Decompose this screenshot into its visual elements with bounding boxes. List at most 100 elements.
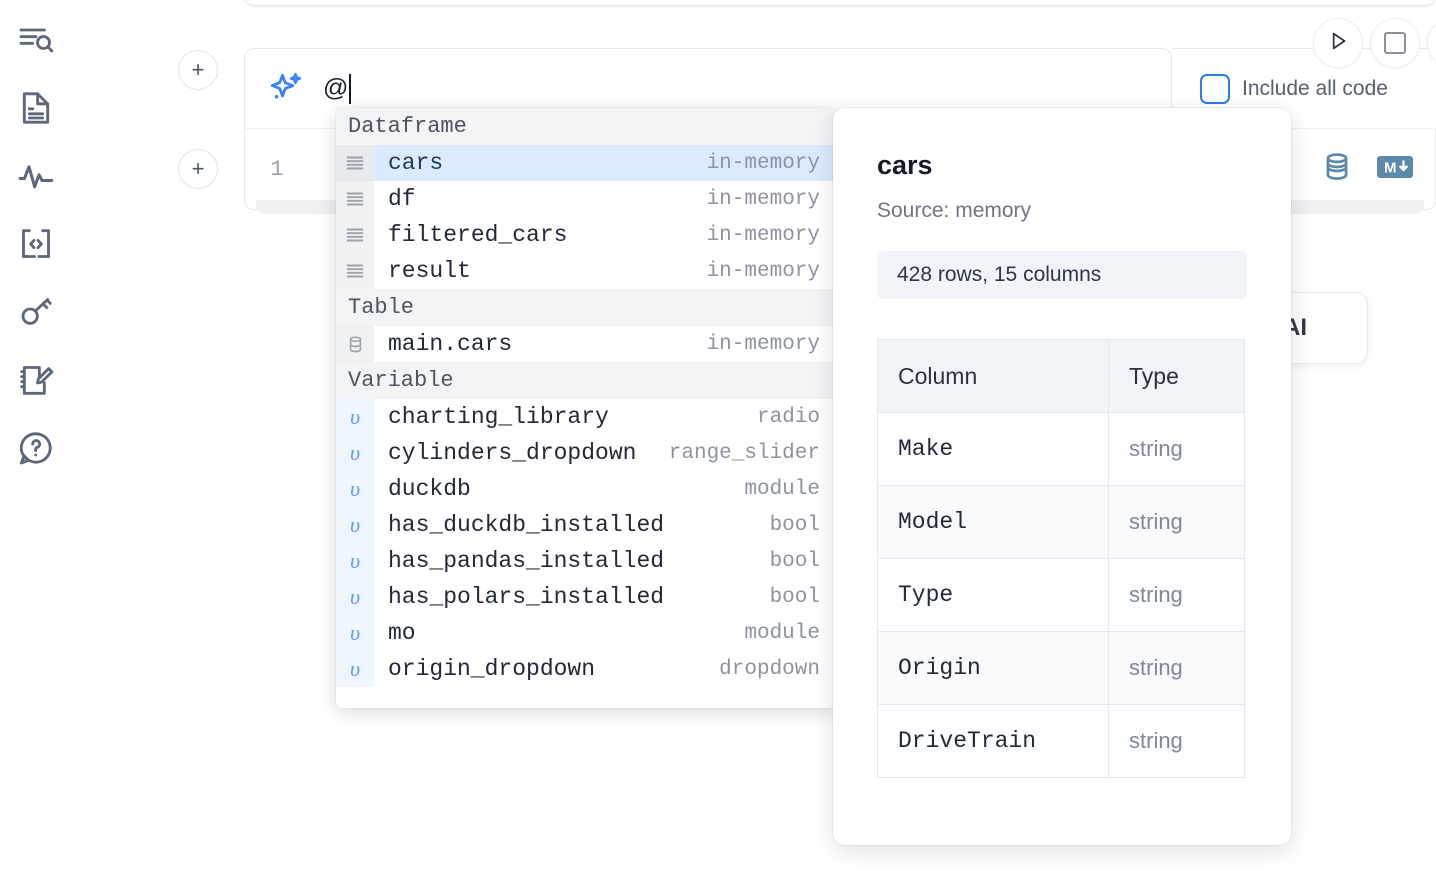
table-header-cell: Type — [1108, 339, 1245, 413]
autocomplete-item-name: main.cars — [388, 331, 513, 357]
column-name-cell: Model — [877, 485, 1109, 559]
run-cell-button[interactable] — [1313, 18, 1363, 68]
autocomplete-group-header: Variable — [336, 362, 836, 399]
ai-prompt-input[interactable]: @ — [307, 49, 1171, 128]
sidebar-item-notebook-files[interactable] — [12, 84, 60, 132]
autocomplete-item-name: filtered_cars — [388, 222, 568, 248]
autocomplete-item-name: cars — [388, 150, 444, 176]
left-icon-rail — [0, 0, 72, 874]
variable-icon: υ — [336, 579, 374, 615]
sidebar-item-help[interactable] — [12, 424, 60, 472]
svg-text:M: M — [1384, 160, 1397, 177]
autocomplete-item-type: radio — [756, 405, 820, 429]
autocomplete-item[interactable]: main.cars in-memory — [336, 326, 836, 362]
markdown-icon[interactable]: M — [1376, 153, 1414, 186]
variable-icon: υ — [336, 615, 374, 651]
column-name-cell: Type — [877, 558, 1109, 632]
autocomplete-item-type: bool — [769, 549, 820, 573]
code-brackets-icon — [16, 224, 56, 264]
include-all-code-label: Include all code — [1242, 76, 1388, 100]
database-icon[interactable] — [1320, 150, 1354, 189]
variable-icon: υ — [336, 399, 374, 435]
autocomplete-item[interactable]: υ cylinders_dropdown range_slider — [336, 435, 836, 471]
include-all-code-toggle[interactable]: Include all code — [1200, 73, 1388, 104]
dataframe-icon — [336, 145, 374, 181]
autocomplete-item-type: module — [744, 477, 820, 501]
include-all-code-checkbox[interactable] — [1200, 73, 1230, 104]
autocomplete-item-name: has_pandas_installed — [388, 548, 665, 574]
cell-action-icons: M — [1320, 150, 1414, 189]
text-caret — [349, 73, 352, 104]
document-icon — [16, 88, 56, 128]
detail-source: Source: memory — [877, 199, 1032, 222]
autocomplete-item-type: bool — [769, 585, 820, 609]
stop-square-icon — [1384, 32, 1406, 54]
autocomplete-item-name: cylinders_dropdown — [388, 440, 637, 466]
line-number: 1 — [270, 156, 284, 182]
variable-icon: υ — [336, 651, 374, 687]
ai-prompt-value: @ — [323, 74, 349, 102]
autocomplete-item-type: in-memory — [706, 223, 820, 247]
dataframe-icon — [336, 181, 374, 217]
autocomplete-item[interactable]: cars in-memory — [336, 145, 836, 181]
column-name-cell: Make — [877, 412, 1109, 486]
autocomplete-item-name: duckdb — [388, 476, 471, 502]
column-type-cell: string — [1108, 558, 1245, 632]
autocomplete-item-type: module — [744, 621, 820, 645]
autocomplete-item-type: range_slider — [668, 441, 820, 465]
column-name-cell: Origin — [877, 631, 1109, 705]
column-name-cell: DriveTrain — [877, 704, 1109, 778]
add-cell-button-bottom[interactable]: + — [178, 149, 218, 189]
autocomplete-item[interactable]: υ has_pandas_installed bool — [336, 543, 836, 579]
sidebar-item-snippets[interactable] — [12, 220, 60, 268]
completion-detail-panel: cars Source: memory 428 rows, 15 columns… — [833, 108, 1291, 845]
autocomplete-item-type: in-memory — [706, 332, 820, 356]
autocomplete-item-type: in-memory — [706, 259, 820, 283]
dataframe-icon — [336, 253, 374, 289]
autocomplete-item-type: in-memory — [706, 151, 820, 175]
sidebar-item-explorer-search[interactable] — [12, 16, 60, 64]
key-icon — [16, 292, 56, 332]
play-icon — [1325, 28, 1351, 59]
detail-title: cars — [877, 150, 933, 180]
autocomplete-item[interactable]: filtered_cars in-memory — [336, 217, 836, 253]
variable-icon: υ — [336, 435, 374, 471]
database-icon — [336, 326, 374, 362]
variable-icon: υ — [336, 507, 374, 543]
column-type-cell: string — [1108, 412, 1245, 486]
autocomplete-group-header: Table — [336, 289, 836, 326]
table-header-cell: Column — [877, 339, 1109, 413]
autocomplete-item-name: origin_dropdown — [388, 656, 596, 682]
plus-icon: + — [191, 156, 205, 181]
sidebar-item-secrets[interactable] — [12, 288, 60, 336]
chat-question-icon — [16, 428, 56, 468]
autocomplete-group-header: Dataframe — [336, 108, 836, 145]
variable-icon: υ — [336, 543, 374, 579]
column-type-cell: string — [1108, 631, 1245, 705]
autocomplete-item-name: mo — [388, 620, 416, 646]
sidebar-item-activity[interactable] — [12, 152, 60, 200]
autocomplete-item-type: bool — [769, 513, 820, 537]
sparkle-icon — [265, 68, 307, 110]
stop-cell-button[interactable] — [1370, 18, 1420, 68]
add-cell-button-top[interactable]: + — [178, 50, 218, 90]
sidebar-item-scratchpad[interactable] — [12, 356, 60, 404]
column-type-cell: string — [1108, 485, 1245, 559]
ai-prompt-options: Include all code — [1172, 48, 1436, 128]
